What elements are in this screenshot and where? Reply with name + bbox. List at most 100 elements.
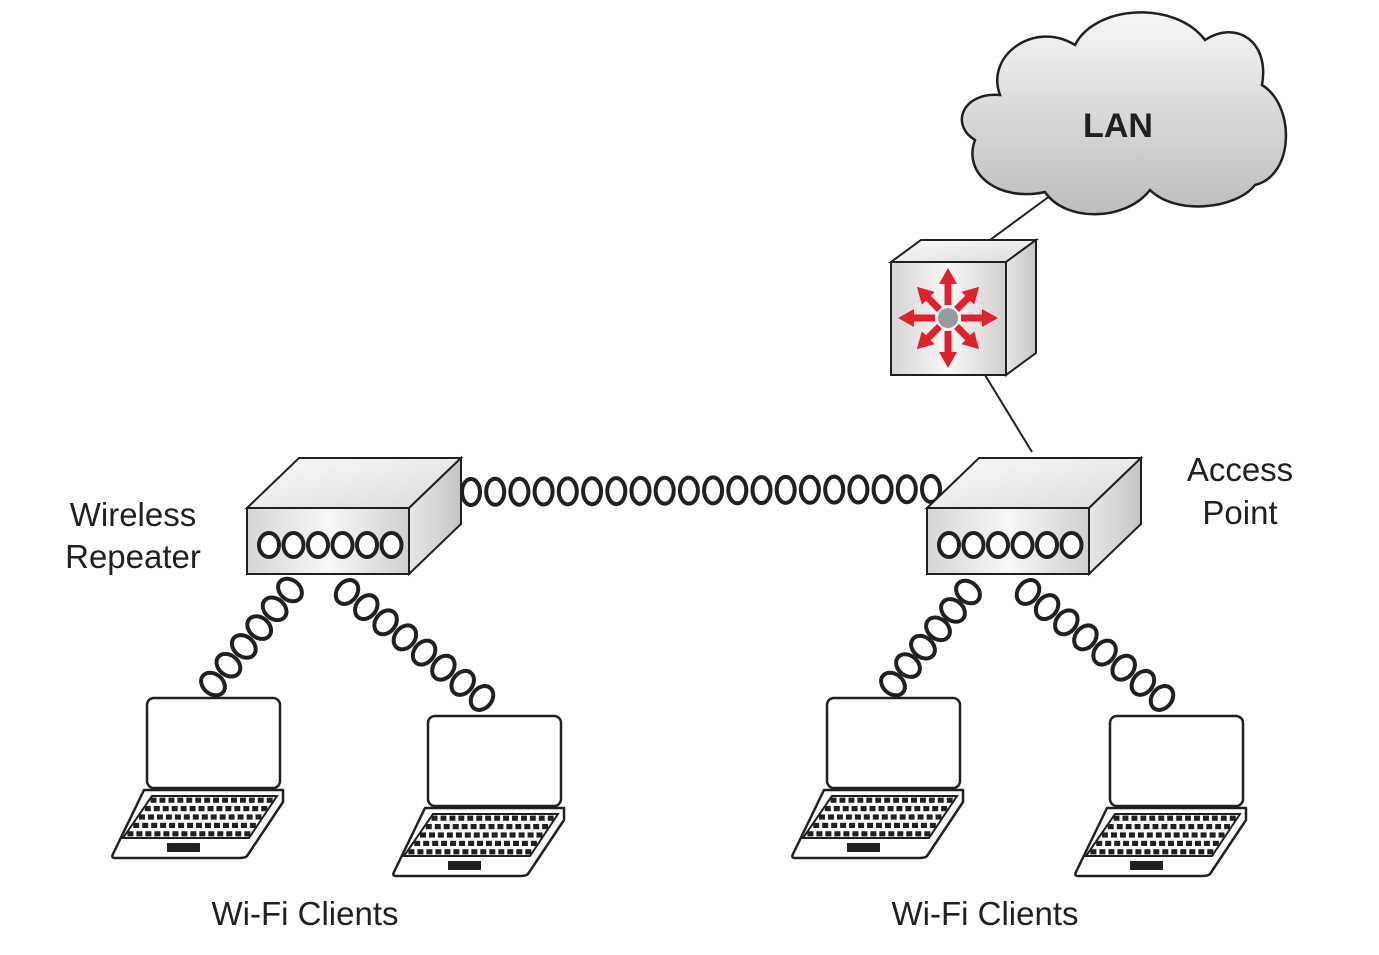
keyboard-key [504,840,510,846]
wireless-repeater: Wireless Repeater [65,455,464,577]
keyboard-key [476,815,483,821]
keyboard-key [866,797,873,803]
keyboard-key [527,832,534,838]
switch-arrow [961,309,998,327]
keyboard-key [816,831,823,837]
keyboard-key [169,822,176,828]
switch-arrow [954,286,980,312]
keyboard-key [893,797,900,803]
keyboard-key [1220,815,1227,821]
keyboard-key [243,806,250,812]
keyboard-key [1198,849,1205,855]
keyboard-key [477,840,483,846]
keyboard-key [516,849,523,855]
signal-loop [459,477,483,507]
keyboard-key [145,831,152,837]
keyboard-key [225,806,232,812]
keyboard-key [500,832,507,838]
keyboard-key [237,814,244,820]
keyboard-key [1203,840,1210,846]
keyboard-key [485,815,492,821]
keyboard-key [542,824,549,830]
wireless-link-ap-client-2 [1014,578,1176,712]
access-point-label-line2: Point [1202,494,1277,531]
keyboard-key [226,831,233,837]
switch-arrow [916,286,942,312]
keyboard-key [515,824,522,830]
keyboard-key [172,831,179,837]
keyboard-key [1158,815,1165,821]
keyboard-key [1173,832,1180,838]
keyboard-key [1207,849,1214,855]
keyboard-key [171,806,178,812]
signal-loop [1110,653,1137,682]
wireless-link-repeater-client-2 [333,578,496,712]
signal-loop [276,576,304,604]
keyboard-key [480,849,487,855]
keyboard-key [1176,815,1183,821]
keyboard-key [205,822,211,828]
port-ring [281,531,306,559]
keyboard-key [441,840,448,846]
keyboard-key [890,814,897,820]
keyboard-key [912,822,918,828]
keyboard-key [518,832,525,838]
keyboard-key [159,797,166,803]
signal-loop [468,684,496,712]
signal-loop [702,475,725,506]
keyboard-key [244,831,251,837]
port-ring [1010,531,1035,559]
signal-loop [871,474,894,505]
keyboard-key [903,822,909,828]
keyboard-key [432,840,439,846]
signal-loop [954,578,982,606]
wireless-repeater-label-line2: Repeater [65,538,201,575]
keyboard-key [854,814,861,820]
keyboard-key [491,832,498,838]
signal-loop [879,670,907,698]
wifi-client-laptop-4 [1074,714,1248,878]
keyboard-key [494,815,501,821]
keyboard-key [1137,832,1144,838]
keyboard-key [189,806,196,812]
keyboard-key [870,831,877,837]
signal-loop [798,474,821,505]
wireless-link-repeater-to-ap [459,474,943,507]
keyboard-key [1200,832,1207,838]
keyboard-key [142,822,149,828]
signal-loop [199,670,227,698]
keyboard-key [822,822,829,828]
keyboard-key [1111,832,1117,838]
keyboard-key [1209,832,1216,838]
keyboard-key [1150,840,1157,846]
signal-loop [333,578,361,606]
keyboard-key [887,806,894,812]
keyboard-key [867,822,874,828]
keyboard-key [1186,840,1192,846]
keyboard-key [843,831,850,837]
keyboard-key [914,806,921,812]
keyboard-key [1185,815,1191,821]
keyboard-key [452,824,459,830]
keyboard-key [198,806,205,812]
keyboard-key [1203,815,1209,821]
keyboard-key [1155,832,1162,838]
keyboard-key [199,831,206,837]
wireless-link-ap-client-1 [879,578,982,698]
keyboard-key [249,822,256,828]
switch-arrow [939,331,957,368]
signal-loop [677,475,700,506]
keyboard-key [839,797,846,803]
cloud-to-switch-link [989,189,1059,241]
keyboard-key [208,831,215,837]
switch-arrow [954,324,980,350]
keyboard-key [879,831,886,837]
keyboard-key [435,849,442,855]
signal-loop [847,474,870,505]
keyboard-key [1107,824,1114,830]
keyboard-key [1140,815,1147,821]
keyboard-key [420,832,426,838]
keyboard-key [1171,849,1178,855]
keyboard-key [217,831,224,837]
wifi-clients-label-left: Wi-Fi Clients [212,895,399,932]
